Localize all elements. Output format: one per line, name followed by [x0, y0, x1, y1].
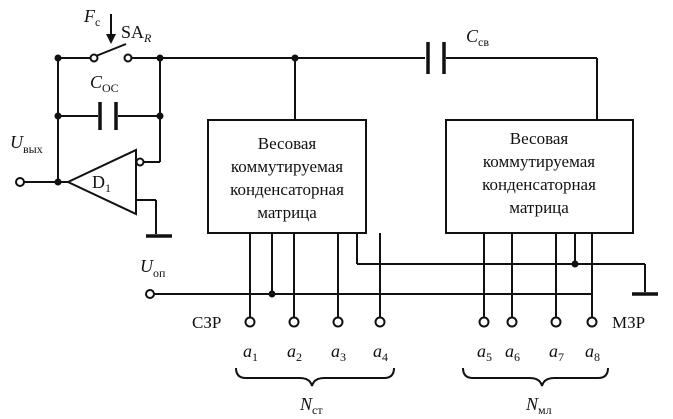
brace-senior	[235, 367, 395, 387]
matrix2-line1: Весовая	[510, 129, 569, 148]
brace-junior	[462, 367, 609, 387]
label-a5: a5	[477, 341, 492, 364]
label-uop: Uоп	[140, 256, 166, 280]
matrix1-line4: матрица	[257, 203, 317, 222]
feedback-network	[54, 14, 425, 180]
label-a8: a8	[585, 341, 600, 364]
label-fc: Fc	[83, 6, 100, 29]
matrix2-legs	[483, 233, 593, 318]
label-a2: a2	[287, 341, 302, 364]
label-a7: a7	[549, 341, 564, 364]
input-a7-terminal[interactable]	[550, 316, 562, 328]
switch-right-contact	[123, 53, 133, 63]
label-a6: a6	[505, 341, 520, 364]
matrix1-line3: конденсаторная	[230, 180, 344, 199]
control-arrow-head	[106, 34, 116, 44]
matrix1-line2: коммутируемая	[231, 157, 343, 176]
matrix2-line3: конденсаторная	[482, 175, 596, 194]
input-a3-terminal[interactable]	[332, 316, 344, 328]
opamp-triangle	[65, 148, 137, 216]
input-a5-terminal[interactable]	[478, 316, 490, 328]
label-nst: Nст	[299, 394, 323, 417]
label-nml: Nмл	[525, 394, 552, 417]
output-terminal[interactable]	[15, 177, 25, 187]
reference-bus	[145, 289, 592, 299]
top-bus	[291, 42, 598, 120]
label-d1: D1	[92, 172, 111, 195]
input-a6-terminal[interactable]	[506, 316, 518, 328]
label-a1: a1	[243, 341, 258, 364]
input-terminals	[244, 316, 598, 328]
input-a4-terminal[interactable]	[374, 316, 386, 328]
ground-line	[357, 260, 658, 296]
label-csv: Cсв	[466, 26, 489, 49]
matrix1-legs	[249, 233, 381, 318]
comparator-d1	[15, 148, 172, 238]
switch-left-contact	[89, 53, 99, 63]
matrix1-line1: Весовая	[258, 134, 317, 153]
reference-terminal[interactable]	[145, 289, 155, 299]
input-a8-terminal[interactable]	[586, 316, 598, 328]
matrix2-line2: коммутируемая	[483, 152, 595, 171]
inverting-input	[135, 157, 145, 167]
input-a1-terminal[interactable]	[244, 316, 256, 328]
switch-blade	[95, 43, 127, 57]
label-coc: COC	[90, 72, 119, 95]
label-a3: a3	[331, 341, 346, 364]
label-a4: a4	[373, 341, 388, 364]
label-sar: SAR	[121, 22, 152, 45]
label-szr: СЗР	[192, 313, 221, 332]
label-uvyh: Uвых	[10, 132, 43, 156]
label-mzr: МЗР	[612, 313, 645, 332]
matrix-box-junior	[445, 119, 634, 234]
input-a2-terminal[interactable]	[288, 316, 300, 328]
matrix2-line4: матрица	[509, 198, 569, 217]
matrix-box-senior	[207, 119, 367, 234]
